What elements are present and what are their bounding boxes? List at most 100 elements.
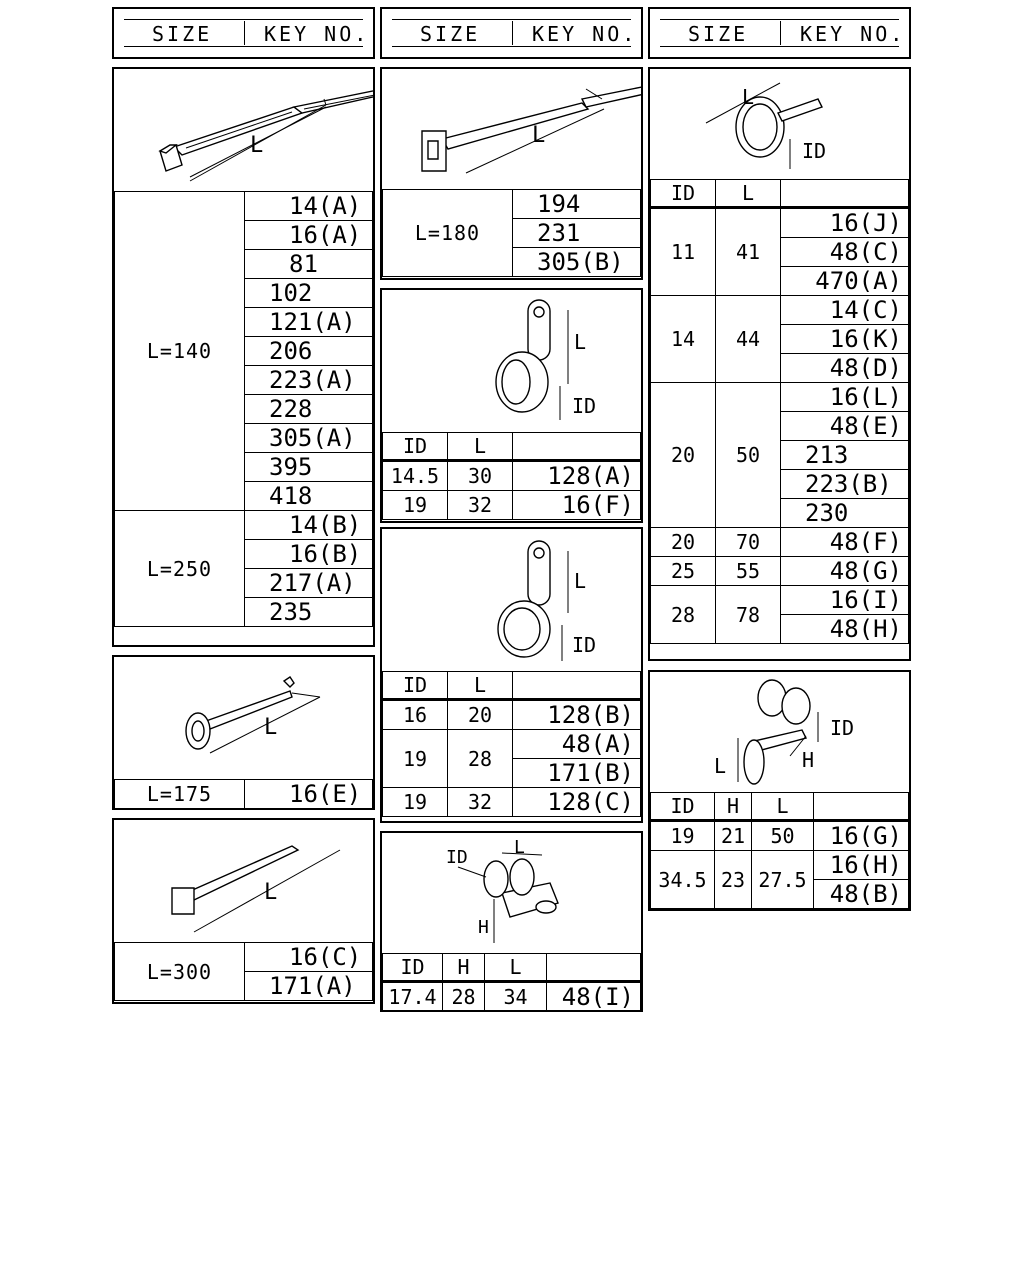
key-no-cell: 48(E): [780, 411, 909, 441]
key-no-cell: 228: [244, 394, 373, 424]
h-cell: 23: [714, 850, 752, 909]
key-no-cell: 16(L): [780, 382, 909, 412]
key-no-cell: 16(I): [780, 585, 909, 615]
key-no-cell: 305(A): [244, 423, 373, 453]
l-column-header: L: [447, 432, 513, 462]
dimension-label-l: L: [574, 569, 587, 593]
key-no-cell: 213: [780, 440, 909, 470]
key-no-cell: 223(A): [244, 365, 373, 395]
l-column-header: L: [447, 671, 513, 701]
table-row: 48(H): [651, 614, 909, 644]
key-no-cell: 235: [244, 597, 373, 627]
table-row: 48(D): [651, 353, 909, 383]
id-column-header: ID: [382, 432, 448, 462]
key-no-header: KEY NO.: [800, 22, 906, 46]
key-no-header: KEY NO.: [264, 22, 370, 46]
l-cell: 28: [447, 729, 513, 788]
table-row: 48(C): [651, 237, 909, 267]
key-no-cell: 16(B): [244, 539, 373, 569]
l-cell: 50: [715, 382, 781, 528]
id-cell: 16: [382, 699, 448, 730]
dimension-label-l: L: [514, 837, 525, 858]
key-no-cell: 81: [244, 249, 373, 279]
size-cell: L=300: [114, 942, 245, 1001]
table-row: 228: [115, 394, 373, 424]
key-no-cell: 48(C): [780, 237, 909, 267]
l-cell: 20: [447, 699, 513, 730]
l-cell: 34: [484, 981, 547, 1012]
id-cell: 28: [650, 585, 716, 644]
key-no-cell: 16(E): [244, 779, 373, 809]
h-cell: 28: [442, 981, 485, 1012]
id-cell: 20: [650, 527, 716, 557]
id-column-header: ID: [382, 671, 448, 701]
table-row: 16(K): [651, 324, 909, 354]
size-cell: L=175: [114, 779, 245, 809]
p-clamp-drawing: [382, 529, 641, 671]
h-column-header: H: [714, 792, 752, 822]
column-2-header: SIZE KEY NO.: [380, 7, 643, 59]
column-1-header: SIZE KEY NO.: [112, 7, 375, 59]
h-cell: 21: [714, 820, 752, 851]
saddle-clamp-drawing: [382, 833, 641, 953]
key-no-cell: 48(H): [780, 614, 909, 644]
key-no-cell: 14(C): [780, 295, 909, 325]
key-no-cell: 48(D): [780, 353, 909, 383]
key-no-cell: 305(B): [512, 247, 641, 277]
dimension-label-id: ID: [802, 139, 827, 163]
key-no-cell: 48(A): [512, 729, 641, 759]
push-mount-tie-drawing: [114, 657, 373, 781]
dimension-label-id: ID: [830, 716, 855, 740]
key-no-cell: 16(K): [780, 324, 909, 354]
table-row: 213: [651, 440, 909, 470]
l-cell: 50: [751, 820, 814, 851]
key-no-cell: 48(I): [546, 981, 641, 1012]
cable-tie-mount-drawing: [382, 69, 641, 193]
key-no-cell: 16(A): [244, 220, 373, 250]
key-no-cell: 16(J): [780, 207, 909, 238]
l-column-header: L: [484, 953, 547, 983]
key-no-cell: 171(A): [244, 971, 373, 1001]
key-no-cell: 121(A): [244, 307, 373, 337]
coiled-clamp-drawing: [382, 290, 641, 432]
id-column-header: ID: [650, 792, 715, 822]
key-no-cell: 128(C): [512, 787, 641, 817]
key-no-cell: 16(H): [813, 850, 909, 880]
size-header: SIZE: [420, 22, 481, 46]
table-row: 395: [115, 452, 373, 482]
id-cell: 34.5: [650, 850, 715, 909]
cable-tie-drawing: [114, 69, 373, 193]
dimension-label-l: L: [742, 85, 755, 109]
cable-tie-drawing: [114, 820, 373, 944]
l-cell: 70: [715, 527, 781, 557]
key-no-cell: 171(B): [512, 758, 641, 788]
dimension-label-l: L: [714, 754, 727, 778]
table-row: 121(A): [115, 307, 373, 337]
id-cell: 14: [650, 295, 716, 383]
key-no-cell: 128(B): [512, 699, 641, 730]
key-no-cell: 470(A): [780, 266, 909, 296]
l-cell: 78: [715, 585, 781, 644]
dimension-label-id: ID: [446, 847, 468, 868]
key-no-cell: 16(G): [813, 820, 909, 851]
l-column-header: L: [751, 792, 814, 822]
key-no-cell: 16(F): [512, 490, 641, 520]
